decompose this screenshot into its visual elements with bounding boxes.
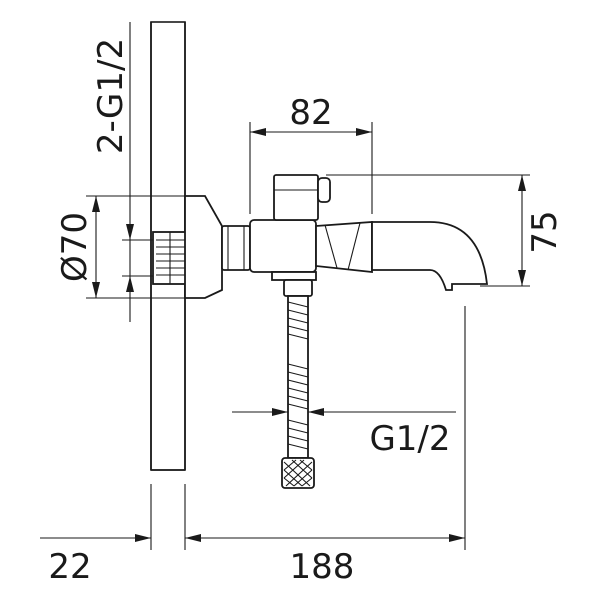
spout xyxy=(371,221,489,291)
dimension-inlet-thread-label: 2-G1/2 xyxy=(91,38,131,154)
dimension-75-label: 75 xyxy=(525,210,565,253)
diverter-stem xyxy=(271,271,317,281)
lever-handle xyxy=(273,174,319,221)
dimension-82: 82 xyxy=(249,93,373,214)
spout-connector xyxy=(315,221,373,274)
lever-cap xyxy=(317,177,331,203)
knurl-pattern xyxy=(283,459,313,487)
dimension-188-label: 188 xyxy=(290,547,355,587)
dimension-75: 75 xyxy=(326,174,565,287)
wall-section xyxy=(150,21,187,471)
valve-body xyxy=(249,219,317,273)
wall-flange xyxy=(184,195,223,299)
dimension-bottom: 22 188 xyxy=(40,306,466,587)
dimension-inlet-thread: 2-G1/2 xyxy=(91,22,153,322)
dimension-hose-thread-label: G1/2 xyxy=(369,419,450,459)
dimension-22-label: 22 xyxy=(48,547,91,587)
dimension-hose-thread: G1/2 xyxy=(232,408,456,459)
faucet-body xyxy=(249,174,489,297)
hose-ribbing xyxy=(287,301,309,450)
shower-hose xyxy=(281,295,315,489)
dimension-82-label: 82 xyxy=(289,93,332,133)
hose-coupling xyxy=(283,279,313,297)
dimension-diameter-70-label: Ø70 xyxy=(55,212,95,282)
dimension-diameter-70: Ø70 xyxy=(55,195,185,299)
connector-nut xyxy=(221,225,251,271)
inlet-thread-lines xyxy=(156,232,186,284)
